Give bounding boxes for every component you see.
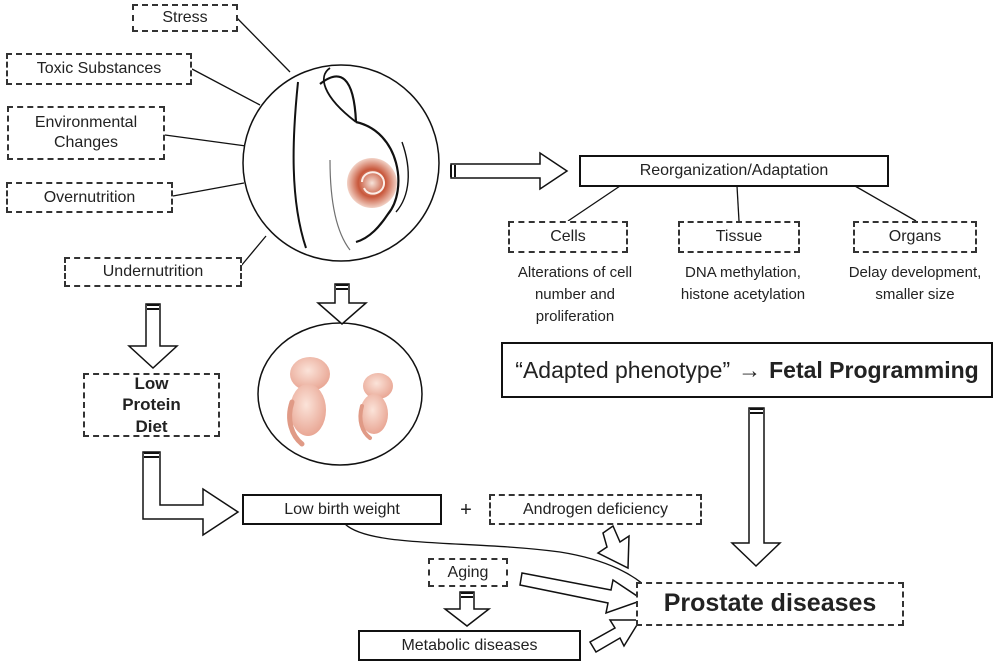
small-fetus-icon bbox=[358, 373, 393, 440]
arrow-glyph: → bbox=[738, 356, 762, 383]
androgen-deficiency-box: Androgen deficiency bbox=[489, 494, 702, 525]
stress-line bbox=[235, 16, 291, 73]
aging-label: Aging bbox=[447, 563, 489, 581]
plus-sign: + bbox=[460, 498, 472, 521]
hierarchy-lines bbox=[567, 185, 917, 222]
aging-to-prostate-arrow bbox=[519, 572, 645, 615]
organs-label: Organs bbox=[888, 228, 942, 245]
tissue-label: Tissue bbox=[715, 228, 763, 245]
flow-arrows bbox=[127, 151, 782, 654]
arrow-tail-marks bbox=[144, 165, 763, 598]
prostate-diseases-box: Prostate diseases bbox=[636, 582, 904, 626]
low-birth-weight-label: Low birth weight bbox=[284, 500, 400, 518]
organs-line bbox=[854, 185, 917, 222]
metabolic-diseases-label: Metabolic diseases bbox=[401, 636, 538, 654]
low-protein-diet-box: Low Protein Diet bbox=[83, 373, 220, 437]
normal-fetus-icon bbox=[287, 357, 330, 447]
metabolic-to-prostate-arrow bbox=[588, 619, 642, 654]
cells-label: Cells bbox=[550, 228, 586, 245]
birth-weight-curve bbox=[344, 523, 651, 591]
aging-to-metabolic-arrow bbox=[442, 591, 492, 627]
undernutrition-box: Undernutrition bbox=[64, 257, 242, 287]
fetal-programming-text: Fetal Programming bbox=[769, 356, 979, 383]
toxic-substances-box: Toxic Substances bbox=[6, 53, 192, 85]
pregnancy-illustration bbox=[242, 64, 440, 262]
environmental-line bbox=[164, 134, 247, 147]
low-protein-diet-label: Low Protein Diet bbox=[122, 374, 181, 436]
overnutrition-box: Overnutrition bbox=[6, 182, 173, 213]
stress-label: Stress bbox=[162, 9, 208, 26]
reorganization-box: Reorganization/Adaptation bbox=[579, 155, 889, 187]
fetal-programming-box: “Adapted phenotype” → Fetal Programming bbox=[501, 342, 993, 398]
undernutrition-to-diet-arrow bbox=[127, 303, 179, 370]
reorganization-label: Reorganization/Adaptation bbox=[639, 162, 829, 179]
programming-to-prostate-arrow bbox=[730, 407, 782, 568]
aging-box: Aging bbox=[428, 558, 508, 587]
tissue-line bbox=[736, 185, 740, 222]
environmental-changes-label: Environmental Changes bbox=[34, 114, 138, 151]
cells-line bbox=[567, 185, 621, 222]
factor-lines bbox=[164, 16, 291, 267]
adapted-phenotype-text: “Adapted phenotype” bbox=[515, 356, 731, 383]
low-birth-weight-box: Low birth weight bbox=[242, 494, 442, 525]
androgen-deficiency-label: Androgen deficiency bbox=[523, 500, 668, 518]
organs-caption: Delay development, smaller size bbox=[848, 264, 982, 303]
toxic-line bbox=[191, 68, 261, 106]
diet-to-birthweight-arrow bbox=[142, 451, 240, 537]
organs-box: Organs bbox=[853, 221, 977, 253]
overnutrition-line bbox=[172, 182, 245, 197]
androgen-to-prostate-arrow bbox=[596, 524, 630, 570]
undernutrition-label: Undernutrition bbox=[102, 263, 204, 280]
tissue-box: Tissue bbox=[678, 221, 800, 253]
toxic-substances-label: Toxic Substances bbox=[36, 60, 162, 77]
circle-to-reorg-arrow bbox=[450, 151, 569, 191]
stress-box: Stress bbox=[132, 4, 238, 32]
fetus-comparison-illustration bbox=[257, 322, 423, 466]
cells-caption: Alterations of cell number and prolifera… bbox=[517, 264, 633, 325]
tissue-caption: DNA methylation, histone acetylation bbox=[680, 264, 806, 303]
undernutrition-line bbox=[240, 235, 267, 267]
overnutrition-label: Overnutrition bbox=[43, 188, 136, 206]
environmental-changes-box: Environmental Changes bbox=[7, 106, 165, 160]
prostate-diseases-label: Prostate diseases bbox=[663, 589, 877, 618]
cells-box: Cells bbox=[508, 221, 628, 253]
embryo-icon bbox=[347, 158, 397, 208]
metabolic-diseases-box: Metabolic diseases bbox=[358, 630, 581, 661]
circle-to-fetus-arrow bbox=[316, 283, 368, 325]
